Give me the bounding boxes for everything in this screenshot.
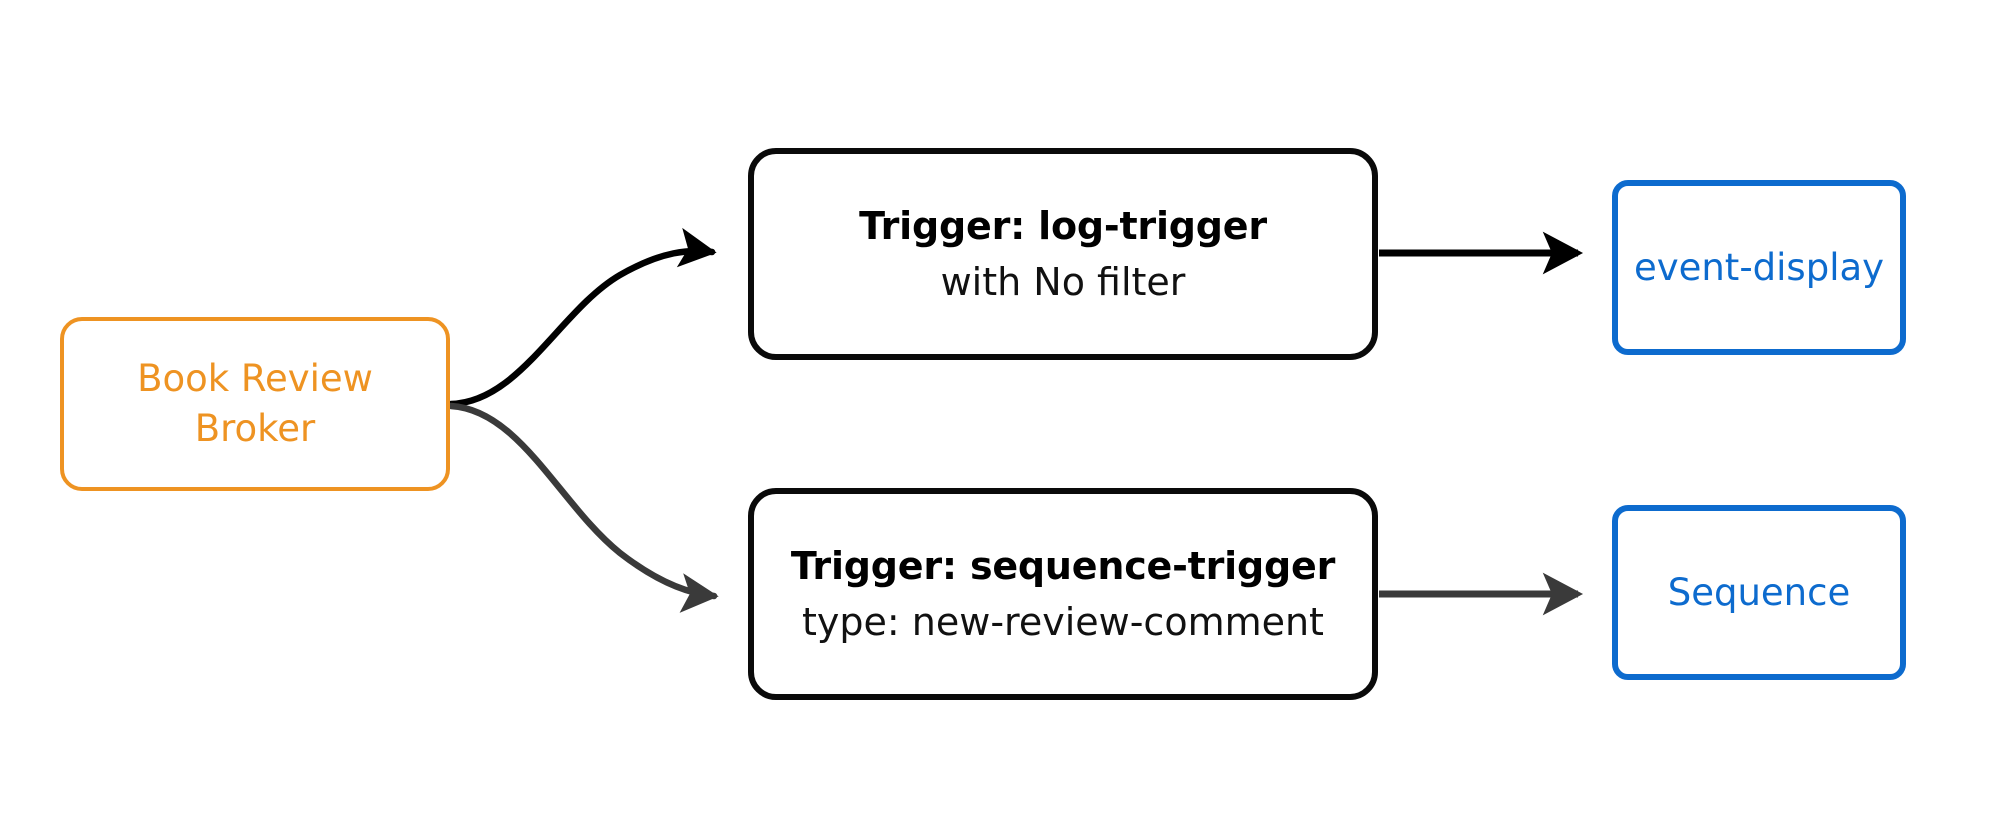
node-trigger-log-trigger[interactable]: Trigger: log-trigger with No filter: [748, 148, 1378, 360]
trigger-log-title-name: log-trigger: [1038, 204, 1267, 248]
trigger-log-subtitle: with No filter: [940, 260, 1186, 304]
sink-sequence-label: Sequence: [1667, 570, 1851, 614]
node-trigger-sequence-trigger[interactable]: Trigger: sequence-trigger type: new-revi…: [748, 488, 1378, 700]
broker-label-line2: Broker: [194, 407, 316, 450]
trigger-sequence-title: Trigger: sequence-trigger: [791, 542, 1335, 590]
edge-broker-to-log-trigger: [447, 227, 717, 408]
broker-label-line1: Book Review: [137, 357, 373, 400]
node-sink-event-display[interactable]: event-display: [1612, 180, 1906, 355]
trigger-log-title-prefix: Trigger:: [859, 204, 1039, 248]
node-book-review-broker[interactable]: Book Review Broker: [60, 317, 450, 491]
edge-broker-to-sequence-trigger: [447, 402, 719, 613]
trigger-sequence-title-name: sequence-trigger: [969, 544, 1336, 588]
trigger-log-title: Trigger: log-trigger: [859, 202, 1267, 250]
sink-event-display-label: event-display: [1633, 245, 1885, 289]
node-sink-sequence[interactable]: Sequence: [1612, 505, 1906, 680]
trigger-sequence-title-prefix: Trigger:: [790, 544, 970, 588]
trigger-sequence-subtitle: type: new-review-comment: [802, 600, 1324, 644]
